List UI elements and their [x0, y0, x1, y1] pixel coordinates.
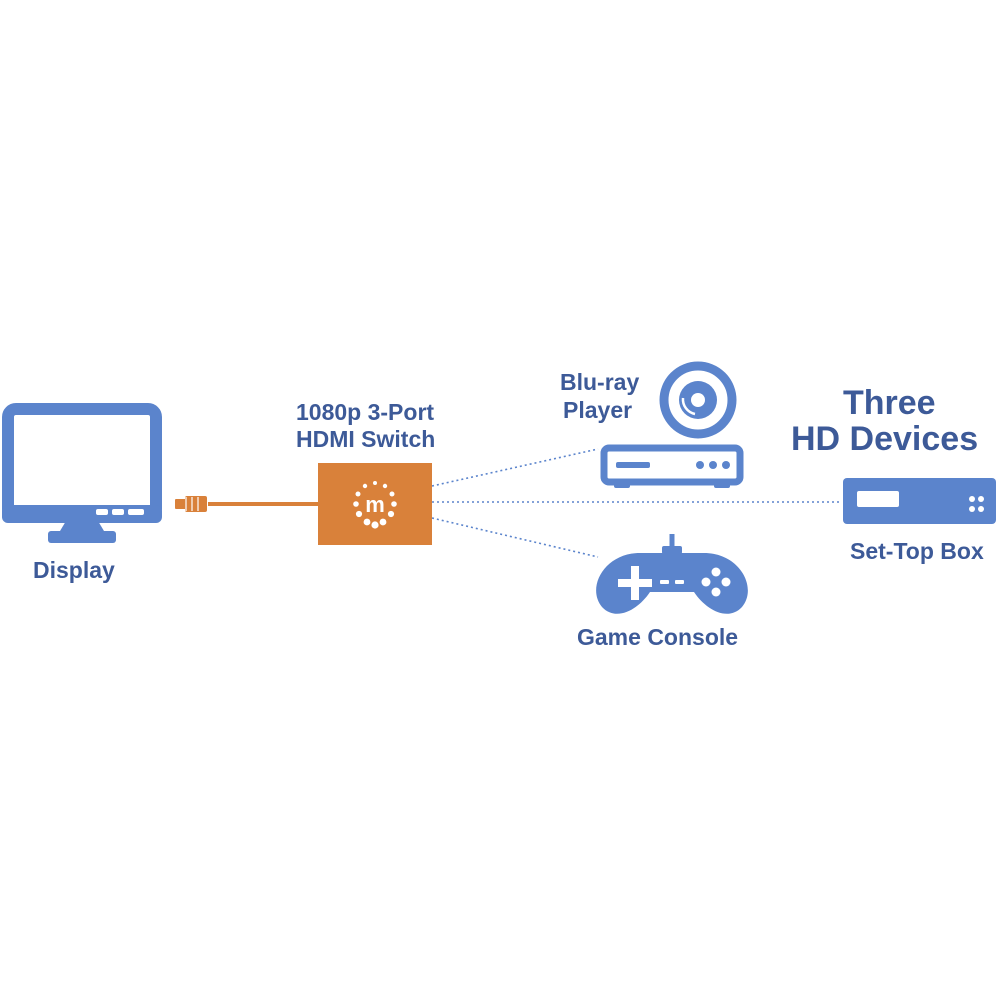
hdmi-switch-icon: m — [318, 463, 432, 545]
bluray-label-line1: Blu-ray — [560, 369, 640, 395]
hdmi-cable — [175, 496, 318, 512]
console-label: Game Console — [577, 624, 739, 650]
manhattan-logo — [353, 481, 397, 529]
heading-line2: HD Devices — [791, 420, 979, 458]
switch-logo-letter: m — [365, 492, 385, 517]
bluray-player-icon — [600, 361, 744, 488]
heading-line1: Three — [843, 384, 936, 422]
link-bluray — [431, 448, 599, 487]
display-label: Display — [33, 557, 115, 583]
set-top-box-icon — [843, 478, 996, 524]
monitor-icon — [2, 403, 162, 543]
switch-label-line1: 1080p 3-Port — [296, 399, 435, 425]
settop-label: Set-Top Box — [850, 538, 984, 564]
bluray-label-line2: Player — [563, 397, 633, 423]
switch-label-line2: HDMI Switch — [296, 426, 436, 452]
connection-lines — [431, 448, 842, 558]
gamepad-icon — [596, 534, 748, 614]
link-console — [431, 517, 599, 558]
